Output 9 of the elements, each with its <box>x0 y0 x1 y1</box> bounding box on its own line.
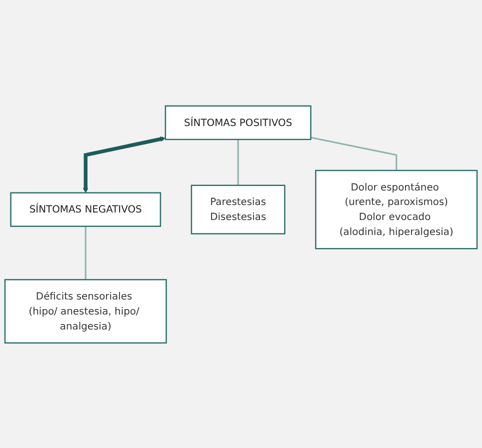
node-box: Parestesias Disestesias <box>190 184 286 234</box>
node-box: Déficits sensoriales (hipo/ anestesia, hipo/ analgesia) <box>4 278 167 344</box>
connector <box>84 226 86 280</box>
connector <box>237 139 239 185</box>
arrow <box>82 136 166 193</box>
node-box: SÍNTOMAS NEGATIVOS <box>10 192 162 226</box>
node-box: SÍNTOMAS POSITIVOS <box>164 104 312 140</box>
connector <box>310 136 398 170</box>
node-box: Dolor espontáneo (urente, paroxismos) Dolor evocado (alodinia, hiperalgesia) <box>315 169 478 249</box>
